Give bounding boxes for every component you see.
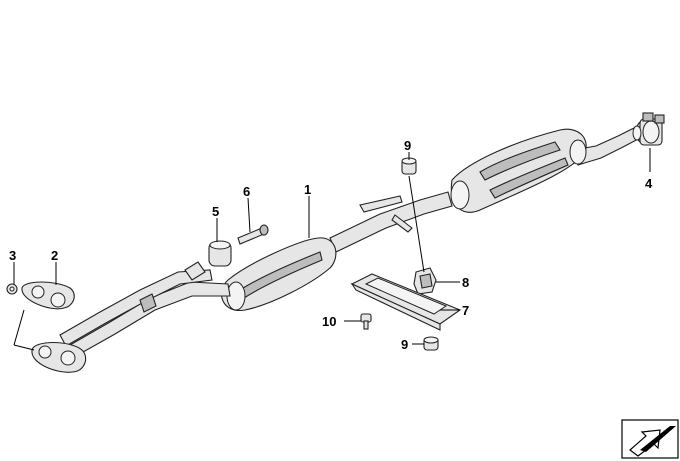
rubber-buffer-upper[interactable] [401, 157, 417, 175]
front-pipe-assembly[interactable] [59, 261, 231, 357]
callout-2: 2 [51, 248, 58, 263]
callout-9-upper: 9 [404, 138, 411, 153]
tail-pipe[interactable] [572, 125, 642, 166]
front-catalytic-converter[interactable] [220, 237, 337, 311]
corner-nav[interactable] [621, 419, 679, 459]
callout-labels: 1 2 3 4 5 6 7 8 9 9 10 [9, 138, 653, 352]
callout-1: 1 [304, 182, 311, 197]
callout-8: 8 [462, 275, 469, 290]
callout-5: 5 [212, 204, 219, 219]
front-flange[interactable] [31, 341, 87, 373]
callout-3: 3 [9, 248, 16, 263]
callout-10: 10 [322, 314, 336, 329]
rubber-mount[interactable] [208, 240, 232, 267]
support-plate[interactable] [350, 273, 462, 331]
callout-6: 6 [243, 184, 250, 199]
hanger-bracket[interactable] [413, 267, 437, 295]
mid-pipe[interactable] [329, 191, 453, 253]
rubber-buffer-lower[interactable] [423, 336, 439, 351]
rear-silencer[interactable] [450, 128, 587, 213]
gasket[interactable] [21, 281, 75, 310]
leader-lines [13, 148, 651, 351]
screw[interactable] [360, 313, 372, 330]
callout-7: 7 [462, 303, 469, 318]
callout-9-lower: 9 [401, 337, 408, 352]
arrow-nav-icon [629, 426, 676, 457]
mount-bolt[interactable] [237, 224, 269, 245]
hex-nut[interactable] [6, 283, 18, 295]
callout-4: 4 [645, 176, 653, 191]
